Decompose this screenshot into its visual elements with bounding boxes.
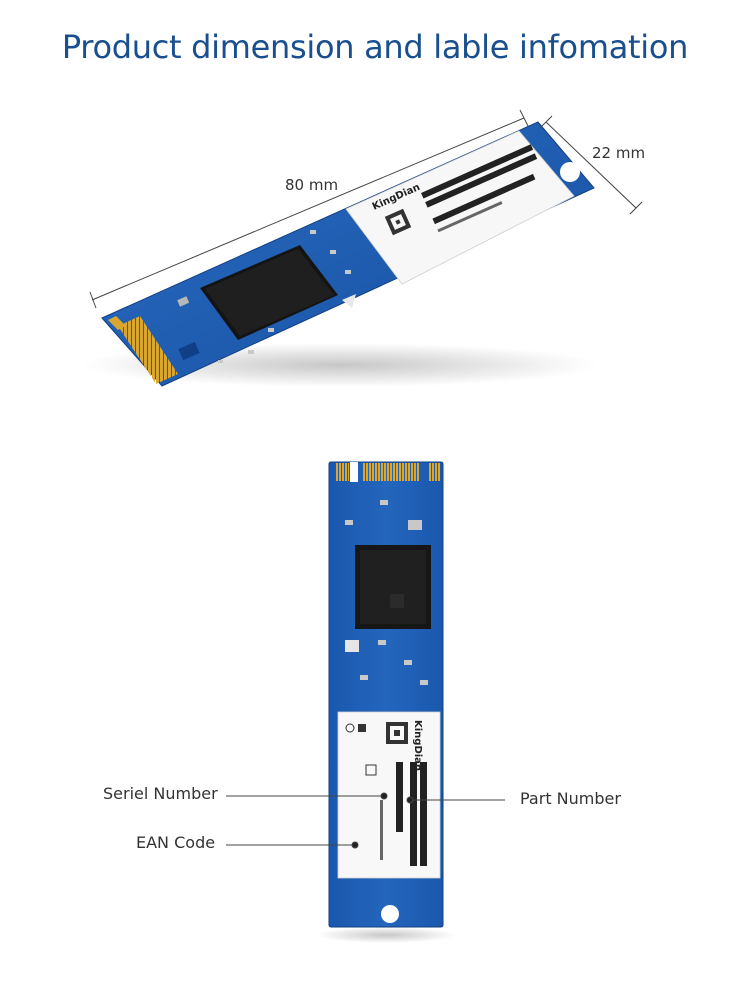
part-number-callout: Part Number — [520, 789, 621, 808]
callout-lines — [226, 792, 505, 849]
width-dimension-line — [539, 115, 643, 215]
length-dimension-line — [89, 109, 529, 309]
width-dimension-label: 22 mm — [592, 144, 646, 162]
gold-connector — [118, 316, 178, 384]
gold-connector-front — [335, 463, 349, 481]
serial-number-callout: Seriel Number — [103, 784, 218, 803]
label-brand-text-front: KingDian — [412, 720, 423, 771]
page-title: Product dimension and lable infomation — [61, 28, 689, 66]
ean-code-callout: EAN Code — [136, 833, 216, 852]
ssd-front-view: KingDian — [316, 461, 456, 943]
length-dimension-label: 80 mm — [285, 176, 339, 194]
ssd-perspective-view: KingDian — [80, 121, 600, 387]
